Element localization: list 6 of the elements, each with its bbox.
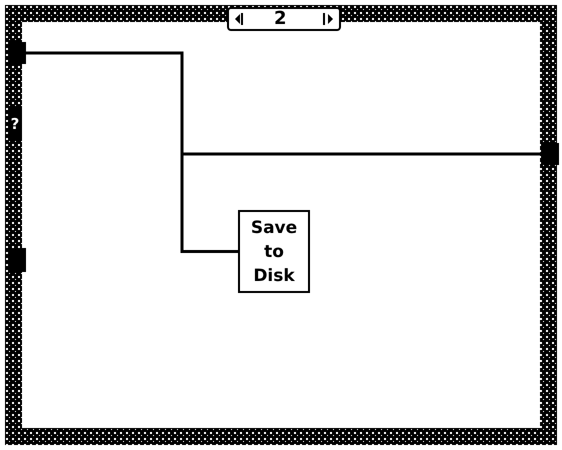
tunnel (541, 143, 559, 165)
subvi-label: Save to Disk (250, 216, 298, 288)
subvi-box (238, 210, 310, 293)
case-number: 2 (274, 9, 287, 29)
selector-terminal: ? (8, 108, 22, 140)
case-structure-frame (5, 5, 557, 445)
